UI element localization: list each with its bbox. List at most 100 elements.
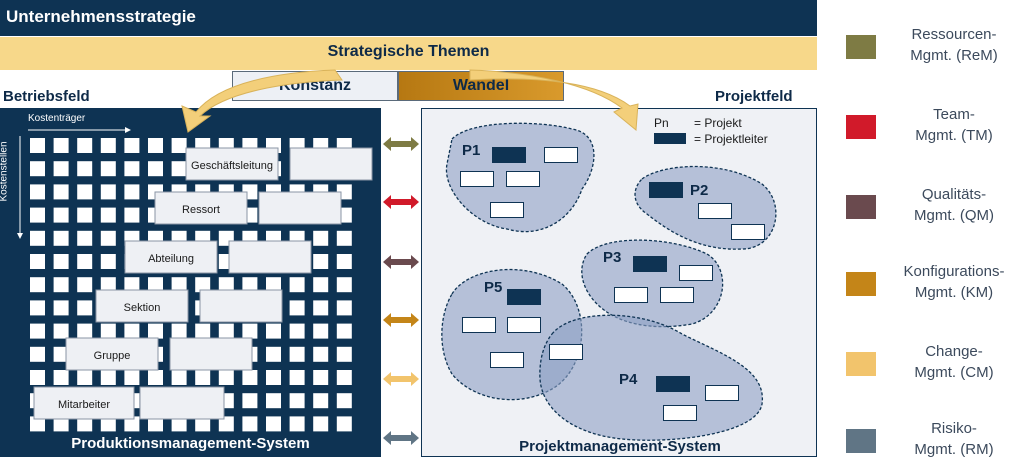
- projekt-footer: Projektmanagement-System: [519, 438, 721, 455]
- legend-swatch: [846, 272, 876, 296]
- project-label: P3: [603, 249, 622, 266]
- legend-swatch: [846, 195, 876, 219]
- cost-cell: [289, 370, 305, 385]
- wandel-box: Wandel: [398, 71, 564, 101]
- project-member-box: [507, 317, 541, 333]
- cost-cell: [30, 277, 45, 293]
- cost-cell: [195, 323, 211, 339]
- x-axis-arrowhead: [125, 127, 131, 133]
- cost-cell: [336, 416, 352, 432]
- cost-cell: [313, 416, 329, 432]
- cost-cell: [171, 161, 187, 177]
- cost-cell: [313, 370, 329, 385]
- cost-cell: [266, 370, 281, 385]
- legend-projektleiter: = Projektleiter: [694, 132, 768, 146]
- project-member-box: [679, 265, 713, 281]
- project-member-box: [731, 224, 765, 240]
- hierarchy-label: Geschäftsleitung: [191, 160, 273, 172]
- cost-cell: [53, 138, 69, 153]
- project-leader-box: [492, 147, 526, 163]
- betriebsfeld-title: Betriebsfeld: [3, 88, 90, 105]
- cost-cell: [313, 277, 329, 293]
- hierarchy-label: Mitarbeiter: [58, 399, 110, 411]
- hierarchy-box: [65, 337, 159, 371]
- hierarchy-label: Gruppe: [94, 350, 131, 362]
- cost-cell: [171, 323, 187, 339]
- cost-cell: [266, 393, 281, 409]
- cost-cell: [100, 277, 116, 293]
- cost-cell: [124, 323, 140, 339]
- cost-cell: [195, 370, 211, 385]
- cost-cell: [77, 254, 93, 269]
- konstanz-label: Konstanz: [279, 77, 351, 94]
- project-member-box: [490, 202, 524, 218]
- hierarchy-empty-box: [228, 240, 312, 274]
- cost-cell: [313, 346, 329, 362]
- cost-cell: [336, 393, 352, 409]
- cost-cell: [30, 207, 45, 223]
- project-member-box: [614, 287, 648, 303]
- project-member-box: [660, 287, 694, 303]
- cost-cell: [124, 138, 140, 153]
- hierarchy-box: [124, 240, 218, 274]
- cost-cell: [195, 277, 211, 293]
- cost-cell: [30, 416, 45, 432]
- cost-cell: [77, 416, 93, 432]
- cost-cell: [266, 346, 281, 362]
- cost-cell: [336, 254, 352, 269]
- hierarchy-empty-box: [169, 337, 253, 371]
- cost-cell: [266, 416, 281, 432]
- cost-cell: [77, 277, 93, 293]
- cost-cell: [30, 346, 45, 362]
- project-member-box: [705, 385, 739, 401]
- cost-cell: [148, 370, 163, 385]
- legend-leader-swatch: [654, 133, 686, 144]
- cost-cell: [100, 230, 116, 246]
- cost-cell: [100, 138, 116, 153]
- cost-cell: [124, 161, 140, 177]
- cost-cell: [124, 184, 140, 200]
- cost-cell: [218, 277, 234, 293]
- cost-cell: [30, 254, 45, 269]
- cost-cell: [171, 416, 187, 432]
- project-leader-box: [656, 376, 690, 392]
- project-label: P5: [484, 279, 503, 296]
- cost-cell: [30, 323, 45, 339]
- legend-label: Team-Mgmt. (TM): [915, 106, 993, 144]
- cost-cell: [313, 323, 329, 339]
- legend-swatch: [846, 429, 876, 453]
- cost-cell: [336, 370, 352, 385]
- legend-pn: Pn: [654, 116, 669, 130]
- cost-cell: [100, 161, 116, 177]
- cost-cell: [53, 416, 69, 432]
- cost-cell: [266, 323, 281, 339]
- cost-cell: [148, 323, 163, 339]
- project-leader-box: [633, 256, 667, 272]
- legend-swatch: [846, 115, 876, 139]
- cost-cell: [195, 416, 211, 432]
- cost-cell: [242, 416, 258, 432]
- themes-band: Strategische Themen: [0, 37, 817, 70]
- legend-swatch: [846, 35, 876, 59]
- hierarchy-empty-box: [139, 386, 225, 420]
- cost-cell: [336, 277, 352, 293]
- cost-cell: [124, 416, 140, 432]
- wandel-label: Wandel: [452, 77, 510, 94]
- project-member-box: [462, 317, 496, 333]
- hierarchy-box: [33, 386, 135, 420]
- cost-cell: [77, 300, 93, 316]
- cost-cell: [171, 370, 187, 385]
- cost-cell: [30, 300, 45, 316]
- cost-cell: [77, 184, 93, 200]
- projektfeld-title: Projektfeld: [715, 88, 793, 105]
- legend-projekt: = Projekt: [694, 116, 742, 130]
- exchange-arrow: [383, 137, 419, 151]
- cost-cell: [266, 277, 281, 293]
- cost-cell: [53, 300, 69, 316]
- cost-cell: [100, 416, 116, 432]
- konstanz-box: Konstanz: [232, 71, 398, 101]
- strategy-title: Unternehmensstrategie: [6, 7, 196, 26]
- cost-cell: [313, 393, 329, 409]
- project-cloud-p3: [581, 239, 724, 328]
- cost-cell: [77, 207, 93, 223]
